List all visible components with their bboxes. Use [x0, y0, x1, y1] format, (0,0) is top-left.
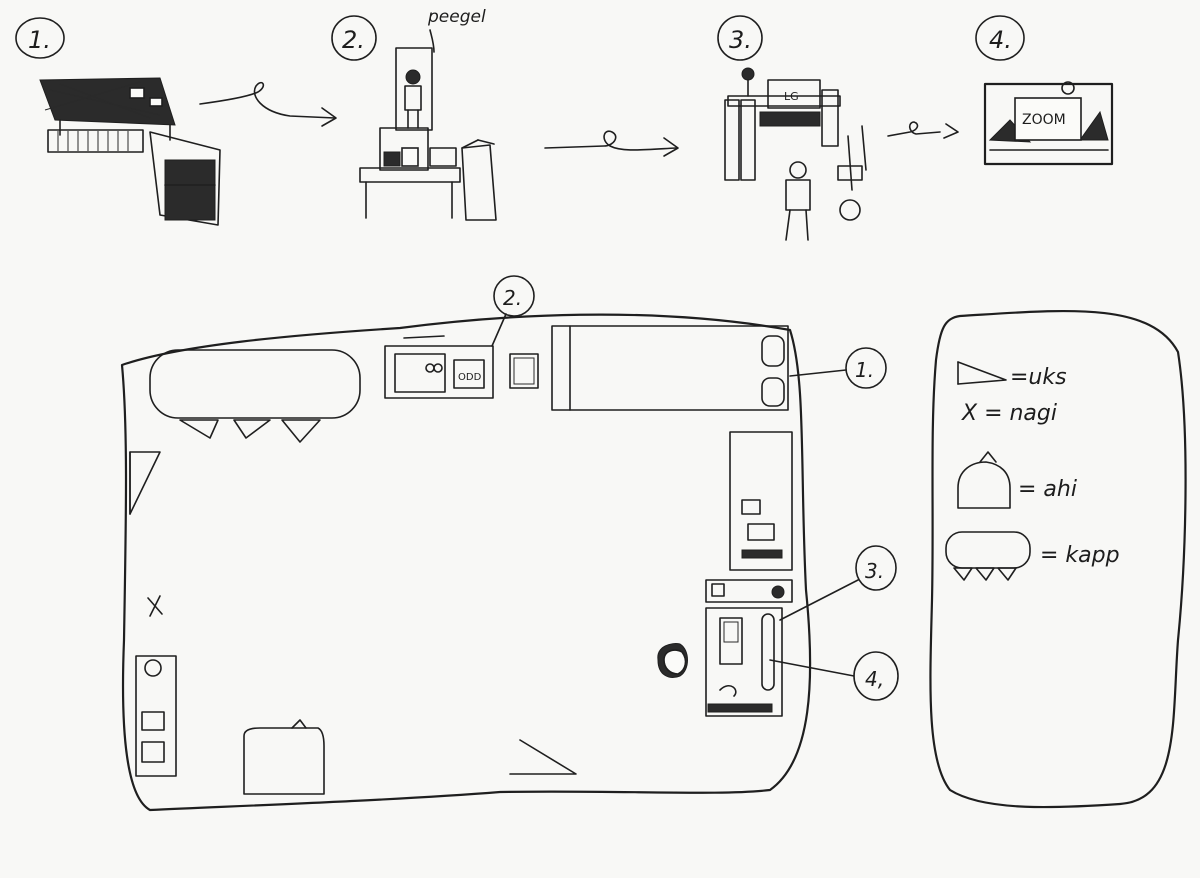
zoom-screen-sketch: ZOOM: [983, 81, 1114, 166]
shelf-plan-right: [729, 431, 793, 571]
plan-marker-2: 2.: [491, 275, 535, 347]
arrow-3-to-4: [887, 121, 959, 139]
legend-hook-item: X = nagi: [961, 401, 1057, 426]
step-4: 4. ZOOM: [975, 15, 1114, 166]
mirror-label: peegel: [427, 7, 486, 27]
door-bottom: [509, 739, 577, 775]
shelf-plan-left: [135, 655, 177, 777]
stove-plan: [243, 719, 325, 795]
legend-cabinet-text: = kapp: [1040, 543, 1120, 568]
legend-cabinet-item: = kapp: [945, 531, 1120, 581]
bed-plan-1: [551, 325, 789, 411]
desk-sketch-1: [39, 77, 176, 141]
arrow-2-to-3: [544, 130, 679, 157]
mirror-label-pointer: [429, 29, 435, 53]
legend-stove-item: = ahi: [957, 451, 1077, 509]
desk-plan-3: [705, 579, 793, 603]
computer-desk-sketch: LG: [724, 67, 841, 181]
step-1: 1.: [15, 17, 221, 226]
legend-door-text: =uks: [1010, 365, 1067, 390]
svg-text:ODD: ODD: [458, 372, 482, 383]
step-2: 2. peegel: [331, 7, 497, 221]
shelf-sketch-1: [149, 131, 221, 226]
arrow-1-to-2: [199, 81, 337, 127]
step-3: 3. LG: [717, 15, 867, 241]
dresser-plan-2: ODD: [384, 335, 539, 399]
step-1-number: 1.: [28, 26, 51, 54]
cabinet-sketch-2: [461, 139, 497, 221]
hook-plan: [147, 595, 163, 617]
chair-sketch: [837, 125, 867, 221]
cabinet-left-top: [149, 349, 361, 443]
step-3-number-circle: 3.: [717, 15, 763, 61]
dresser-sketch: [359, 127, 461, 219]
legend-door-item: =uks: [957, 361, 1067, 390]
door-left: [129, 451, 161, 515]
step-1-number-circle: 1.: [15, 17, 65, 59]
zoom-label: ZOOM: [1022, 112, 1066, 128]
computer-desk-plan-4: [705, 607, 783, 717]
floor-plan: ODD 2. 1.: [120, 275, 899, 812]
monitor-label: LG: [784, 90, 799, 103]
plan-marker-2-label: 2.: [503, 286, 522, 310]
step-2-number: 2.: [342, 26, 365, 54]
plan-marker-3-label: 3.: [865, 559, 884, 583]
legend-frame: [929, 309, 1187, 809]
mirror-sketch: [395, 47, 433, 131]
person-sketch-3: [785, 161, 811, 241]
step-2-number-circle: 2.: [331, 15, 377, 61]
step-3-number: 3.: [729, 26, 752, 54]
plan-marker-4-label: 4,: [865, 667, 884, 691]
legend-stove-text: = ahi: [1018, 477, 1077, 502]
room-outline: [120, 313, 812, 812]
step-4-number-circle: 4.: [975, 15, 1025, 61]
plan-marker-1: 1.: [789, 347, 887, 389]
chair-plan: [657, 643, 688, 678]
legend: =uks X = nagi = ahi = kapp: [929, 309, 1187, 809]
plan-marker-1-label: 1.: [855, 358, 874, 382]
plan-marker-3: 3.: [779, 545, 897, 621]
legend-hook-text: X = nagi: [961, 401, 1057, 426]
step-4-number: 4.: [989, 26, 1012, 54]
plan-marker-4: 4,: [769, 651, 899, 701]
rug-sketch: [47, 129, 144, 153]
